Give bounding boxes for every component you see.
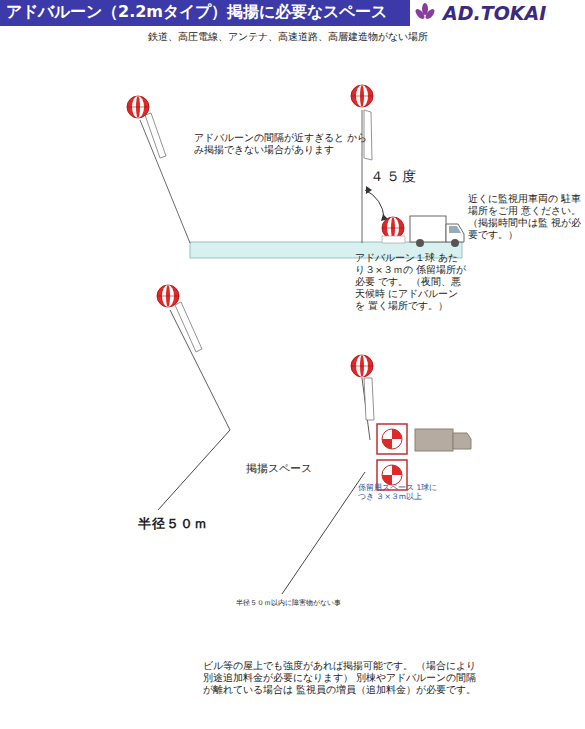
note: アドバルーン１球 あたり３×３ｍの 係留場所が必要 です。 （夜間、悪天候時 に… [355, 252, 467, 311]
logo: AD.TOKAI [443, 2, 546, 26]
note: 近くに監視用車両の 駐車場所をご用 意ください。 （掲揚時間中は監 視が必要です… [468, 193, 582, 241]
note: 半径５０ｍ以内に障害物がない事 [236, 599, 341, 607]
node-text: 鉄道、高圧電線、アンテナ、高速道路、高層建造物がない場所 [148, 31, 428, 43]
node-shape [190, 418, 465, 518]
node-text: 係留用スペース 1球につき ３×３m以上 [358, 484, 444, 501]
node-text: 掲揚スペース [246, 462, 312, 476]
dimension: 半径５０ｍ [138, 516, 208, 532]
note: ビル等の屋上でも強度があれば掲揚可能です。 （場合により別途追加料金が必要になり… [203, 660, 483, 696]
hoisting-space: 掲揚スペース係留用スペース 1球につき ３×３m以上 [190, 418, 465, 518]
node-text: アドバルーンの間隔が近すぎると からみ掲揚できない場合があります [194, 132, 374, 156]
node-text: ４５度 [370, 168, 418, 186]
title: アドバルーン（2.2mタイプ）掲揚に必要なスペース [6, 2, 387, 22]
